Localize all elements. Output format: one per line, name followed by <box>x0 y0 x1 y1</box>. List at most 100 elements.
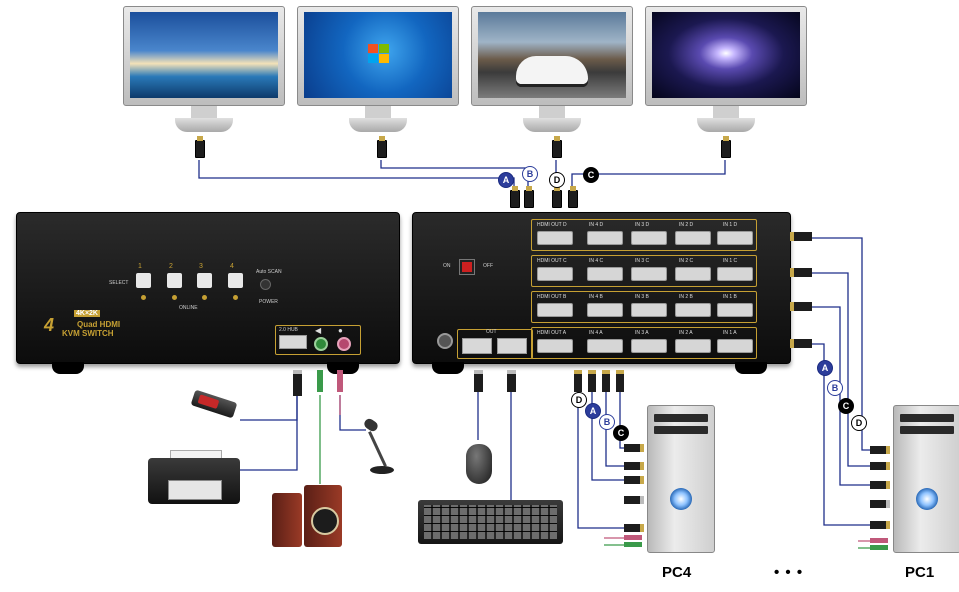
dc-power-jack[interactable] <box>437 333 453 349</box>
hdmi-in-port[interactable] <box>675 267 711 281</box>
monitor-2 <box>297 6 459 134</box>
audio-plug-icon <box>317 370 323 392</box>
sky-wallpaper <box>130 12 278 98</box>
hdmi-plug-icon <box>616 370 624 392</box>
hdmi-plug-icon <box>721 136 731 158</box>
hdmi-out-port[interactable] <box>537 267 573 281</box>
hdmi-in-port[interactable] <box>587 303 623 317</box>
hdmi-in-port[interactable] <box>717 267 753 281</box>
select-button-2[interactable] <box>167 273 182 288</box>
usb-plug-icon <box>624 496 644 504</box>
hdmi-in-port[interactable] <box>717 231 753 245</box>
kvm-rear-panel: ON OFF OUT HDMI OUT D IN 4 D IN 3 D IN 2… <box>412 212 791 364</box>
usb-plug-icon <box>507 370 516 392</box>
hdmi-plug-icon <box>790 268 812 277</box>
hdmi-in-port[interactable] <box>717 303 753 317</box>
cable-badge-d: D <box>851 415 867 431</box>
hdmi-in-port[interactable] <box>587 339 623 353</box>
hdmi-in-label: IN 3 B <box>635 294 649 300</box>
monitor-neck <box>713 106 739 118</box>
power-switch[interactable] <box>459 259 475 275</box>
hdmi-in-label: IN 2 D <box>679 222 694 228</box>
online-led-icon <box>233 295 238 300</box>
monitor-base <box>349 118 407 132</box>
usb-hub-label: 2.0 HUB <box>279 327 298 333</box>
audio-out-jack[interactable] <box>314 337 328 351</box>
hdmi-in-label: IN 1 B <box>723 294 737 300</box>
auto-scan-button[interactable] <box>260 279 271 290</box>
audio-plug-icon <box>870 545 888 550</box>
usb-plug-icon <box>870 500 890 508</box>
cable-badge-c: C <box>583 167 599 183</box>
monitor-frame <box>123 6 285 106</box>
hdmi-in-port[interactable] <box>675 231 711 245</box>
printer-icon <box>148 450 240 506</box>
product-line2: KVM SWITCH <box>62 329 114 338</box>
cable-badge-c: C <box>838 398 854 414</box>
hdmi-out-label: HDMI OUT B <box>537 294 567 300</box>
hdmi-row-a <box>531 327 757 359</box>
cable-badge-b: B <box>522 166 538 182</box>
hdmi-in-label: IN 2 A <box>679 330 693 336</box>
hdmi-plug-icon <box>790 339 812 348</box>
hdmi-in-port[interactable] <box>675 303 711 317</box>
mic-in-jack[interactable] <box>337 337 351 351</box>
monitor-frame <box>297 6 459 106</box>
select-button-3[interactable] <box>197 273 212 288</box>
hdmi-out-port[interactable] <box>537 303 573 317</box>
select-label: SELECT <box>109 280 129 286</box>
hdmi-in-port[interactable] <box>631 231 667 245</box>
pc4-tower-icon <box>647 405 715 553</box>
hdmi-plug-icon <box>552 136 562 158</box>
kvm-front-panel: 1 2 3 4 SELECT ONLINE Auto SCAN POWER 4K… <box>16 212 400 364</box>
usb-plug-icon <box>474 370 483 392</box>
monitor-base <box>175 118 233 132</box>
usb-out-port[interactable] <box>497 338 527 354</box>
online-label: ONLINE <box>179 305 198 311</box>
microphone-icon <box>362 416 402 476</box>
port-number: 2 <box>169 263 173 270</box>
hdmi-in-port[interactable] <box>717 339 753 353</box>
usb-port[interactable] <box>279 335 307 349</box>
keyboard-icon <box>418 500 563 544</box>
rear-foot <box>432 362 464 374</box>
hdmi-in-port[interactable] <box>675 339 711 353</box>
hdmi-plug-icon <box>552 186 562 208</box>
power-button-icon <box>670 488 692 510</box>
out-label: OUT <box>486 329 497 335</box>
hdmi-out-label: HDMI OUT D <box>537 222 567 228</box>
monitor-3 <box>471 6 633 134</box>
hdmi-out-port[interactable] <box>537 231 573 245</box>
hdmi-plug-icon <box>574 370 582 392</box>
hdmi-plug-icon <box>588 370 596 392</box>
hdmi-out-port[interactable] <box>537 339 573 353</box>
select-button-1[interactable] <box>136 273 151 288</box>
product-line1: Quad HDMI <box>77 320 121 329</box>
cable-badge-b: B <box>599 414 615 430</box>
pc1-tower-icon <box>893 405 959 553</box>
hdmi-plug-icon <box>602 370 610 392</box>
hdmi-in-label: IN 3 D <box>635 222 650 228</box>
hdmi-in-port[interactable] <box>631 267 667 281</box>
hdmi-plug-icon <box>870 446 890 454</box>
usb-out-port[interactable] <box>462 338 492 354</box>
speaker-icon: ◀ <box>315 326 322 335</box>
logo-4-icon: 4 <box>44 315 55 335</box>
hdmi-in-port[interactable] <box>587 267 623 281</box>
hdmi-in-port[interactable] <box>631 339 667 353</box>
mic-plug-icon <box>870 538 888 543</box>
hdmi-row-b <box>531 291 757 323</box>
cable-badge-d: D <box>571 392 587 408</box>
front-foot <box>327 362 359 374</box>
hdmi-in-port[interactable] <box>631 303 667 317</box>
monitor-neck <box>191 106 217 118</box>
hdmi-plug-icon <box>870 462 890 470</box>
mic-plug-icon <box>624 535 642 540</box>
monitor-neck <box>539 106 565 118</box>
cable-badge-d: D <box>549 172 565 188</box>
power-label: POWER <box>259 299 278 305</box>
mic-plug-icon <box>337 370 343 392</box>
cable-badge-b: B <box>827 380 843 396</box>
select-button-4[interactable] <box>228 273 243 288</box>
hdmi-in-port[interactable] <box>587 231 623 245</box>
